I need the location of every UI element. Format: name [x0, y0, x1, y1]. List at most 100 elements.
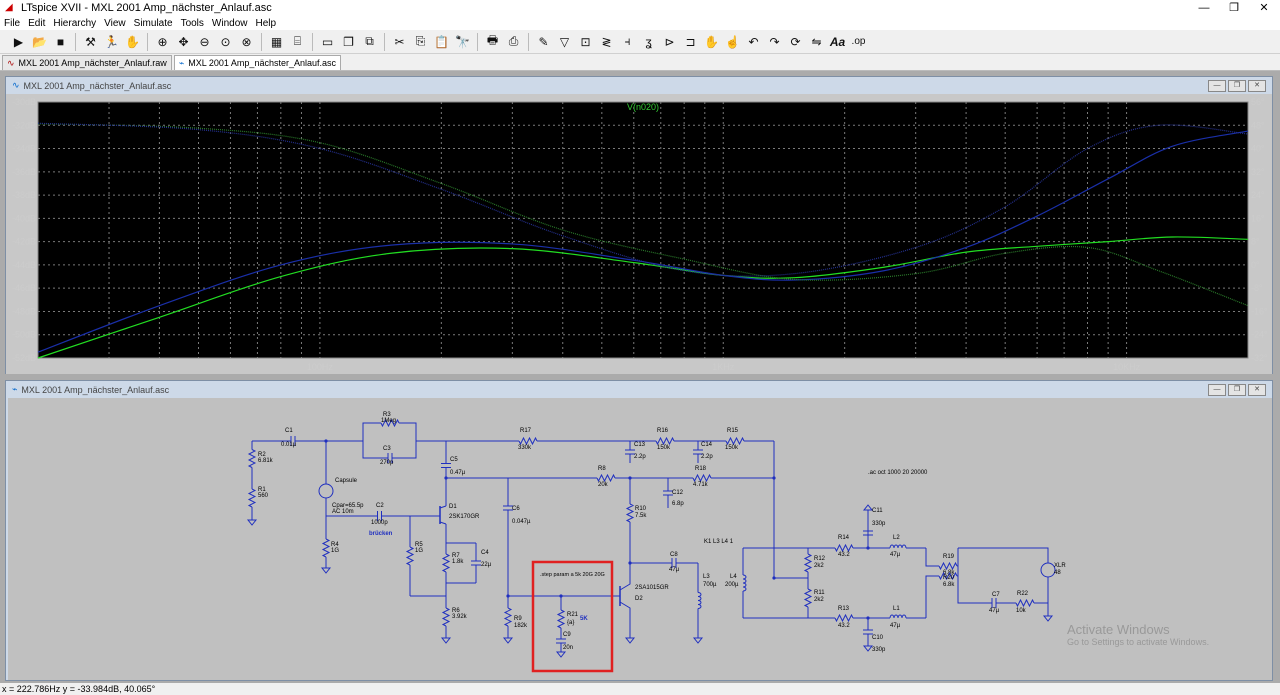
activation-watermark: Activate Windows Go to Settings to activ… [1067, 622, 1209, 647]
minimize-button[interactable]: — [1198, 2, 1210, 14]
tab-asc[interactable]: ⌁ MXL 2001 Amp_nächster_Anlauf.asc [173, 55, 341, 70]
cut-icon[interactable]: ✂ [394, 34, 405, 49]
component-label-c2v: 1000p [371, 520, 388, 526]
waveform-plot[interactable]: -30dB-32dB-34dB-36dB-38dB-40dB-42dB-44dB… [6, 94, 1272, 374]
diode-icon[interactable]: ⊳ [664, 34, 675, 49]
zoom-out-icon[interactable]: ⊖ [199, 34, 210, 49]
redo-icon[interactable]: ↷ [769, 34, 780, 49]
component-label-r17v: 330k [518, 445, 532, 451]
waveform-minimize-button[interactable]: — [1208, 80, 1226, 92]
component-label-c3v: 270p [380, 460, 394, 466]
component-label-c3: C3 [383, 446, 391, 452]
copy-icon[interactable]: ⎘ [415, 34, 426, 48]
toolbar-separator [528, 32, 529, 51]
pan-icon[interactable]: ✥ [178, 34, 189, 49]
draw-wire-icon[interactable]: ✎ [538, 34, 549, 49]
component-label-l4: L4 [730, 574, 737, 580]
x-tick-label: 1KHz [712, 362, 735, 372]
menu-file[interactable]: File [4, 17, 21, 29]
component-label-r7v: 1.8k [452, 559, 464, 565]
cascade-icon[interactable]: ❐ [343, 34, 354, 49]
y-tick-label: -48dB [12, 306, 36, 316]
find-icon[interactable]: 🔭 [455, 34, 470, 49]
new-schematic-icon[interactable]: ▶ [13, 34, 24, 49]
component-label-c5: C5 [450, 457, 458, 463]
schematic-minimize-button[interactable]: — [1208, 384, 1226, 396]
x-tick-label: 100Hz [307, 362, 334, 372]
resistor-r10 [625, 503, 635, 523]
component-label-c9v: 20n [563, 645, 573, 651]
component-icon[interactable]: ⊐ [685, 34, 696, 49]
tab-raw[interactable]: ∿ MXL 2001 Amp_nächster_Anlauf.raw [2, 55, 172, 70]
ground-icon [862, 645, 874, 652]
autorange-icon[interactable]: ▦ [270, 34, 283, 49]
menu-edit[interactable]: Edit [28, 17, 46, 29]
schematic-window-titlebar: ⌁ MXL 2001 Amp_nächster_Anlauf.asc — ❐ ✕ [6, 381, 1272, 398]
component-label-l1v: 47µ [890, 623, 901, 629]
save-icon[interactable]: ■ [56, 34, 65, 49]
y2-tick-label: 0° [1251, 260, 1260, 270]
menu-simulate[interactable]: Simulate [133, 17, 173, 29]
maximize-button[interactable]: ❐ [1229, 2, 1239, 14]
open-icon[interactable]: 📂 [32, 34, 47, 49]
component-label-r19: R19 [943, 554, 955, 560]
paste-icon[interactable]: 📋 [434, 34, 449, 49]
close-button[interactable]: ✕ [1259, 2, 1269, 14]
component-label-r2v: 6.81k [258, 458, 274, 464]
waveform-restore-button[interactable]: ❐ [1228, 80, 1246, 92]
y2-tick-label: -8° [1251, 283, 1263, 293]
print-setup-icon[interactable]: ⎙ [508, 34, 519, 48]
menu-tools[interactable]: Tools [180, 17, 204, 29]
inductor-l2 [889, 544, 907, 549]
control-panel-icon[interactable]: ⚒ [85, 34, 96, 49]
move-icon[interactable]: ✋ [704, 34, 719, 49]
menu-view[interactable]: View [104, 17, 126, 29]
wire [412, 422, 417, 441]
waveform-close-button[interactable]: ✕ [1248, 80, 1266, 92]
tile-windows-icon[interactable]: ▭ [321, 34, 334, 49]
inductor-icon[interactable]: ʓ [645, 34, 652, 49]
waveform-icon: ∿ [12, 80, 20, 90]
resistor-r14 [834, 543, 854, 553]
cancel-zoom-icon[interactable]: ⊗ [241, 34, 252, 49]
component-label-r12: R12 [814, 556, 826, 562]
close-all-icon[interactable]: ⧉ [365, 34, 374, 48]
capacitor-icon[interactable]: ⫞ [624, 34, 631, 48]
spice-directive-icon[interactable]: .op [851, 36, 866, 47]
undo-icon[interactable]: ↶ [748, 34, 759, 49]
halt-icon[interactable]: ✋ [125, 34, 140, 49]
print-icon[interactable]: 🖶 [486, 33, 499, 47]
zoom-in-icon[interactable]: ⊕ [157, 34, 168, 49]
plot-border [37, 101, 1249, 359]
junction [866, 616, 870, 620]
mirror-icon[interactable]: ⇋ [811, 34, 822, 49]
component-label-r11: R11 [814, 590, 825, 596]
tile-icon[interactable]: ⌸ [293, 34, 302, 48]
resistor-r3 [380, 418, 400, 428]
component-label-r13: R13 [838, 606, 850, 612]
ground-icon[interactable]: ▽ [559, 34, 570, 49]
zoom-fit-icon[interactable]: ⊙ [220, 34, 231, 49]
y-tick-label: -34dB [12, 144, 36, 154]
component-label-r1v: 560 [258, 493, 269, 499]
menu-hierarchy[interactable]: Hierarchy [53, 17, 97, 29]
run-icon[interactable]: 🏃 [104, 34, 119, 49]
schematic-close-button[interactable]: ✕ [1248, 384, 1266, 396]
y2-tick-label: -32° [1251, 353, 1268, 363]
y-tick-label: -32dB [12, 120, 36, 130]
label-net-icon[interactable]: ⊡ [580, 34, 591, 49]
schematic-restore-button[interactable]: ❐ [1228, 384, 1246, 396]
component-label-c5v: 0.47µ [450, 470, 466, 476]
inductor-l3 [697, 592, 702, 609]
menu-help[interactable]: Help [255, 17, 277, 29]
rotate-icon[interactable]: ⟳ [790, 34, 801, 49]
menu-window[interactable]: Window [211, 17, 248, 29]
wire [416, 440, 447, 458]
text-icon[interactable]: Aa [829, 34, 846, 49]
tab-label: MXL 2001 Amp_nächster_Anlauf.asc [188, 58, 336, 68]
drag-icon[interactable]: ☝ [725, 34, 740, 49]
component-label-k1: K1 L3 L4 1 [704, 539, 734, 545]
component-label-r15: R15 [727, 428, 739, 434]
resistor-icon[interactable]: ≷ [601, 34, 612, 49]
